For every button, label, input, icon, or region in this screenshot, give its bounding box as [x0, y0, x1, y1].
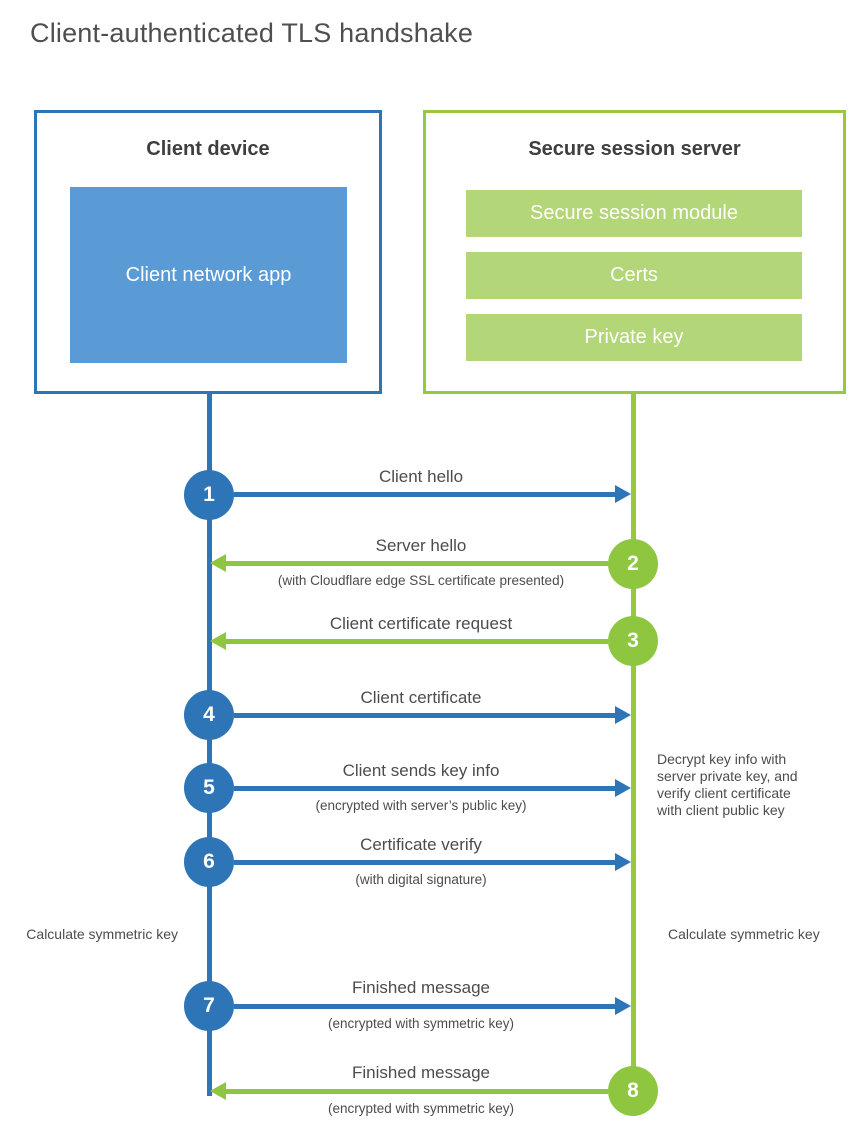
client-device-box: Client device Client network app [34, 110, 382, 394]
server-module-secure-session: Secure session module [466, 190, 802, 237]
step-2-arrow [226, 561, 608, 566]
client-network-app-box: Client network app [70, 187, 347, 363]
step-6-sublabel: (with digital signature) [355, 872, 487, 887]
step-7-circle: 7 [184, 981, 234, 1031]
step-4-arrowhead-icon [615, 706, 631, 724]
step-3-arrowhead-icon [210, 632, 226, 650]
step-8-sublabel: (encrypted with symmetric key) [327, 1101, 515, 1116]
client-calculate-key-note: Calculate symmetric key [26, 926, 178, 942]
step-3-label: Client certificate request [329, 614, 513, 633]
step-7-arrow [234, 1004, 615, 1009]
step-5-arrow [234, 786, 615, 791]
step-7-label: Finished message [352, 978, 490, 997]
step-2-label: Server hello [375, 536, 467, 555]
step-5-circle: 5 [184, 763, 234, 813]
step-2-circle: 2 [608, 539, 658, 589]
step-1-arrowhead-icon [615, 485, 631, 503]
step-3-arrow [226, 639, 608, 644]
page-title: Client-authenticated TLS handshake [30, 18, 474, 48]
step-1-arrow [234, 492, 615, 497]
server-module-certs: Certs [466, 252, 802, 299]
step-4-label: Client certificate [360, 688, 482, 707]
secure-session-server-title: Secure session server [528, 138, 741, 160]
server-calculate-key-note: Calculate symmetric key [668, 926, 820, 942]
step-8-arrow [226, 1089, 608, 1094]
step-4-arrow [234, 713, 615, 718]
step-6-arrow [234, 860, 615, 865]
step-6-label: Certificate verify [360, 835, 482, 854]
step-1-label: Client hello [378, 467, 464, 486]
server-decrypt-note: Decrypt key info with server private key… [657, 751, 798, 818]
client-network-app-label: Client network app [125, 264, 292, 286]
step-6-circle: 6 [184, 837, 234, 887]
step-1-circle: 1 [184, 470, 234, 520]
step-7-sublabel: (encrypted with symmetric key) [327, 1016, 515, 1031]
step-7-arrowhead-icon [615, 997, 631, 1015]
step-4-circle: 4 [184, 690, 234, 740]
client-device-title: Client device [146, 138, 270, 160]
step-2-sublabel: (with Cloudflare edge SSL certificate pr… [277, 573, 565, 588]
step-8-label: Finished message [352, 1063, 490, 1082]
step-5-arrowhead-icon [615, 779, 631, 797]
step-5-label: Client sends key info [342, 761, 500, 780]
secure-session-server-box: Secure session server Secure session mod… [423, 110, 846, 394]
server-module-private-key: Private key [466, 314, 802, 361]
step-3-circle: 3 [608, 616, 658, 666]
step-8-circle: 8 [608, 1066, 658, 1116]
client-lifeline [207, 393, 212, 1096]
step-6-arrowhead-icon [615, 853, 631, 871]
step-2-arrowhead-icon [210, 554, 226, 572]
step-5-sublabel: (encrypted with server’s public key) [315, 798, 527, 813]
step-8-arrowhead-icon [210, 1082, 226, 1100]
server-lifeline [631, 393, 636, 1093]
